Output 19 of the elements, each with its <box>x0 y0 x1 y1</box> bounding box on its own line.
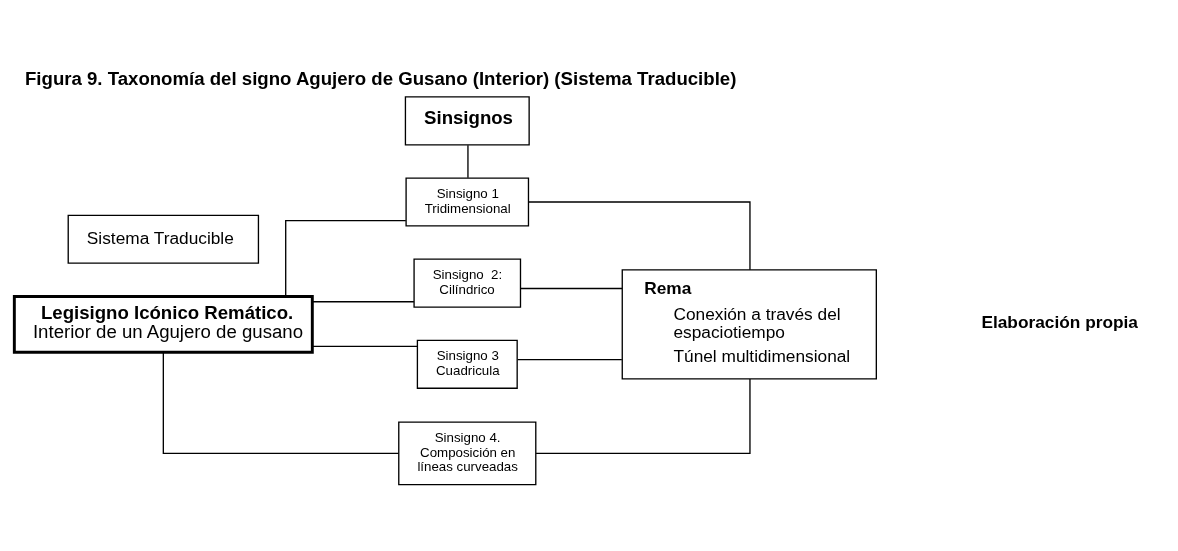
node-box: Sinsigno 2: Cilíndrico <box>413 258 522 308</box>
diagram-title: Figura 9. Taxonomía del signo Agujero de Gusano (Interior) (Sistema Traducible) <box>24 68 737 90</box>
node-box: Sinsigno 1 Tridimensional <box>405 177 530 227</box>
node-box: Sinsignos <box>404 96 530 146</box>
connector <box>311 301 415 303</box>
connector <box>285 219 407 297</box>
connector <box>520 287 623 290</box>
node-box: Sinsigno 4. Composición en líneas curveadas <box>398 421 537 486</box>
node-box: Legisigno Icónico Remático. Interior de un Agujero de gusano <box>12 295 314 354</box>
label: Elaboración propia <box>981 311 1138 332</box>
connector <box>535 378 751 455</box>
connector <box>527 201 751 271</box>
node-box: Rema Conexión a través del espaciotiempo Túnel multidimensional <box>621 269 877 380</box>
connector <box>467 144 469 179</box>
connector <box>162 351 400 455</box>
node-box: Sistema Traducible <box>67 214 260 264</box>
connector <box>311 345 418 347</box>
connector <box>517 358 623 361</box>
node-box: Sinsigno 3 Cuadricula <box>416 339 518 389</box>
